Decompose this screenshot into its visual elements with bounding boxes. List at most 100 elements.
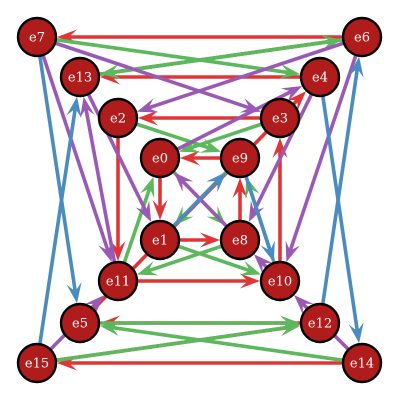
edge-arrowhead (84, 295, 104, 315)
edge-e11-e13 (80, 96, 117, 263)
node-label: e10 (268, 275, 292, 290)
node-circle (59, 302, 101, 344)
edge-e8-e9 (232, 178, 248, 221)
edge-line (250, 93, 314, 216)
edge-arrowhead (174, 172, 194, 192)
edge-arrowhead (137, 261, 159, 276)
node-circle (259, 260, 301, 302)
edge-arrowhead (137, 98, 159, 113)
edge-e9-e10 (244, 175, 275, 262)
edge-arrowhead (294, 295, 314, 315)
node-e11: e11 (97, 260, 139, 302)
edge-line (55, 325, 293, 363)
edge-e12-e6 (320, 56, 364, 305)
edge-arrowhead (280, 315, 300, 331)
edge-e8-e0 (174, 172, 229, 228)
node-label: e9 (232, 152, 248, 167)
edge-line (287, 54, 358, 256)
node-e7: e7 (16, 16, 58, 58)
node-circle (219, 219, 261, 261)
edge-e15-e12 (55, 321, 301, 363)
edge-arrowhead (98, 240, 113, 262)
node-circle (219, 137, 261, 179)
node-circle (341, 16, 383, 58)
edge-e6-e7 (57, 29, 343, 45)
edge-e10-e8 (254, 254, 274, 274)
edge-e3-e0 (179, 122, 263, 153)
edge-line (122, 183, 153, 264)
node-e3: e3 (259, 97, 301, 139)
node-circle (97, 97, 139, 139)
node-label: e2 (110, 112, 126, 127)
node-label: e0 (152, 152, 168, 167)
edge-arrowhead (286, 91, 306, 111)
node-label: e5 (72, 317, 88, 332)
node-circle (59, 56, 101, 98)
edge-line (38, 104, 78, 345)
node-circle (299, 302, 341, 344)
edge-line (244, 175, 274, 255)
edge-e5-e12 (99, 315, 300, 331)
edge-line (143, 244, 223, 274)
edge-layer (38, 29, 364, 371)
node-layer: e0 e1 e2 e3 e4 e5 e6 e7 e8 e9 e10 e11 e12 e13 e14 e15 (16, 16, 383, 384)
edge-e9-e0 (180, 150, 221, 166)
edge-line (54, 41, 255, 111)
edge-e1-e8 (179, 232, 220, 248)
edge-arrowhead (179, 138, 201, 153)
node-label: e14 (350, 357, 374, 372)
edge-arrowhead (138, 110, 158, 126)
node-label: e6 (354, 31, 370, 46)
edge-e11-e0 (122, 176, 155, 264)
node-label: e13 (68, 71, 92, 86)
edge-line (55, 37, 293, 75)
node-circle (16, 342, 58, 384)
node-e10: e10 (259, 260, 301, 302)
edge-arrowhead (239, 261, 262, 276)
node-e0: e0 (139, 137, 181, 179)
edge-e1-e9 (171, 172, 226, 228)
node-e6: e6 (341, 16, 383, 58)
edge-e8-e11 (137, 244, 223, 276)
edge-line (83, 104, 117, 263)
edge-e0-e1 (152, 177, 168, 220)
edge-arrowhead (180, 150, 200, 166)
edge-arrowhead (99, 321, 121, 336)
edge-arrowhead (152, 200, 168, 220)
node-circle (16, 16, 58, 58)
node-e15: e15 (16, 342, 58, 384)
edge-arrowhead (348, 322, 364, 344)
node-circle (341, 342, 383, 384)
edge-arrowhead (135, 200, 152, 222)
edge-arrowhead (279, 321, 301, 336)
node-label: e11 (106, 275, 130, 290)
node-e9: e9 (219, 137, 261, 179)
edge-e14-e15 (57, 355, 343, 371)
edge-line (171, 176, 222, 228)
node-e4: e4 (299, 56, 341, 98)
node-label: e7 (29, 31, 45, 46)
node-circle (139, 137, 181, 179)
edge-line (38, 55, 78, 296)
edge-line (320, 95, 360, 336)
edge-line (98, 39, 335, 77)
node-label: e8 (232, 234, 248, 249)
node-circle (97, 260, 139, 302)
node-circle (259, 97, 301, 139)
edge-e6-e10 (285, 54, 358, 262)
node-e13: e13 (59, 56, 101, 98)
node-label: e12 (308, 317, 332, 332)
edge-arrowhead (285, 240, 300, 262)
edge-arrowhead (240, 273, 260, 289)
edge-e11-e10 (137, 273, 260, 289)
node-label: e4 (312, 71, 328, 86)
edge-arrowhead (254, 254, 274, 274)
edge-arrowhead (206, 172, 226, 192)
edge-e15-e13 (38, 96, 82, 345)
edge-line (41, 54, 111, 255)
node-e1: e1 (139, 219, 181, 261)
edge-line (185, 122, 263, 151)
edge-line (178, 176, 229, 228)
edge-arrowhead (260, 240, 275, 262)
